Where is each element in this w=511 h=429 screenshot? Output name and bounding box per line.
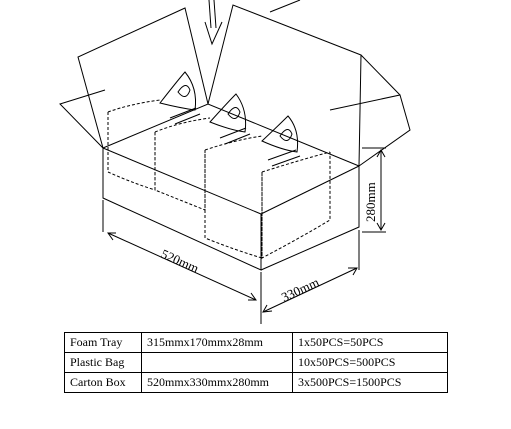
table-row: Carton Box 520mmx330mmx280mm 3x500PCS=15… bbox=[64, 372, 448, 393]
dimension-330 bbox=[262, 230, 360, 313]
item-cell: Carton Box bbox=[64, 372, 142, 393]
dimension-520 bbox=[102, 200, 262, 324]
size-cell bbox=[141, 352, 293, 373]
tray-edges bbox=[169, 107, 301, 167]
down-arrow-icon bbox=[204, 0, 223, 46]
item-cell: Plastic Bag bbox=[64, 352, 142, 373]
arrow-line-top-right bbox=[269, 0, 301, 13]
width-label: 330mm bbox=[279, 274, 321, 304]
item-cell: Foam Tray bbox=[64, 332, 142, 353]
quantity-cell: 1x50PCS=50PCS bbox=[292, 332, 448, 353]
carton-flaps bbox=[59, 4, 411, 167]
foam-trays bbox=[107, 99, 331, 259]
size-cell: 315mmx170mmx28mm bbox=[141, 332, 293, 353]
packing-table: Foam Tray 315mmx170mmx28mm 1x50PCS=50PCS… bbox=[64, 332, 448, 393]
bag-tops bbox=[159, 71, 299, 153]
table-row: Foam Tray 315mmx170mmx28mm 1x50PCS=50PCS bbox=[64, 332, 448, 353]
height-label: 280mm bbox=[363, 182, 378, 222]
quantity-cell: 3x500PCS=1500PCS bbox=[292, 372, 448, 393]
quantity-cell: 10x50PCS=500PCS bbox=[292, 352, 448, 373]
size-cell: 520mmx330mmx280mm bbox=[141, 372, 293, 393]
length-label: 520mm bbox=[159, 246, 201, 276]
table-row: Plastic Bag 10x50PCS=500PCS bbox=[64, 352, 448, 373]
dimension-280 bbox=[362, 147, 386, 233]
